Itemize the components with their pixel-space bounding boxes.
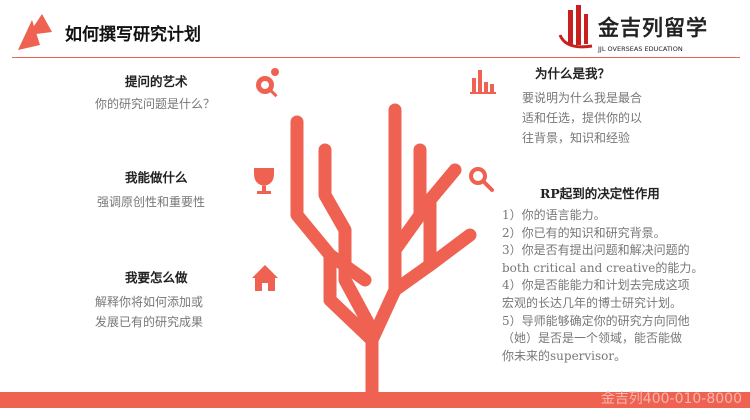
text-line: 适和任选，提供你的以 (522, 111, 643, 125)
section-heading: 我要怎么做 (125, 270, 188, 285)
text-line: 1）你的语言能力。 (502, 208, 606, 222)
footer-bar (0, 392, 750, 408)
trophy-icon (254, 168, 274, 194)
search-icon (469, 167, 494, 192)
gear-search-icon (256, 68, 279, 98)
text-line: 你未来的supervisor。 (502, 348, 627, 363)
header-divider (12, 57, 740, 58)
section-text: 你的研究问题是什么？ (95, 97, 216, 111)
footer-contact: 金吉列400-010-8000 (600, 391, 742, 407)
building-logo-icon (558, 5, 593, 49)
section-text: 解释你将如何添加或发展已有的研究成果 (95, 292, 203, 332)
text-line: 发展已有的研究成果 (95, 315, 204, 329)
section-text: 强调原创性和重要性 (97, 195, 206, 209)
page-title: 如何撰写研究计划 (65, 25, 201, 45)
section-heading: 提问的艺术 (125, 74, 188, 89)
brand-logo-subtext: JJL OVERSEAS EDUCATION (598, 45, 683, 53)
logo-triangles-icon (18, 20, 40, 50)
section-text: 要说明为什么我是最合适和任选，提供你的以往背景，知识和经验 (522, 88, 642, 148)
section-text: 1）你的语言能力。 2）你已有的知识和研究背景。 3）你是否有提出问题和解决问题的 b… (502, 207, 703, 365)
tree-graphic (290, 103, 477, 402)
bar-chart-icon (470, 70, 496, 94)
section-heading: 我能做什么 (125, 170, 188, 185)
text-line: （她）是否是一个领域，能否能做 (502, 331, 683, 346)
brand-logo-text: 金吉列留学 (598, 16, 708, 40)
text-line: 要说明为什么我是最合 (522, 91, 643, 105)
house-icon (252, 265, 278, 291)
text-line: 3）你是否有提出问题和解决问题的 (502, 243, 690, 258)
section-heading: 为什么是我？ (535, 66, 611, 81)
text-line: both critical and creative的能力。 (502, 260, 704, 275)
text-line: 5）导师能够确定你的研究方向同他 (502, 313, 690, 328)
text-line: 2）你已有的知识和研究背景。 (502, 225, 666, 240)
text-line: 往背景，知识和经验 (522, 131, 631, 145)
section-heading: RP起到的决定性作用 (540, 186, 660, 201)
text-line: 4）你是否能能力和计划去完成这项 (502, 278, 690, 293)
text-line: 宏观的长达几年的博士研究计划。 (502, 295, 683, 310)
text-line: 解释你将如何添加或 (95, 295, 204, 309)
